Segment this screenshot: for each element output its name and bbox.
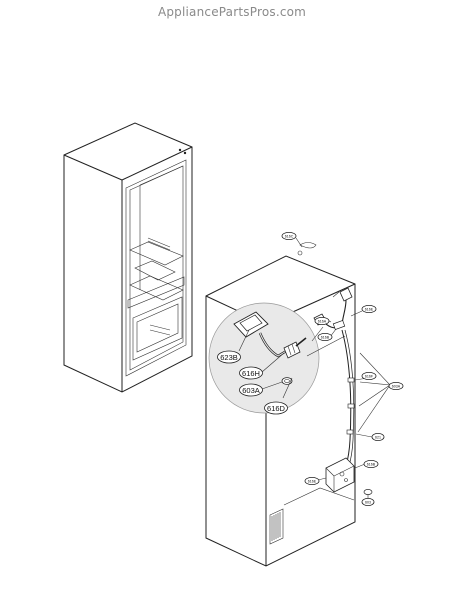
connector-616H: [283, 337, 307, 359]
small-label-616E-low: 616E: [304, 476, 320, 485]
small-label-616E-top: 616E: [361, 304, 377, 313]
svg-text:603A: 603A: [392, 384, 401, 388]
svg-text:616E: 616E: [308, 479, 317, 483]
callout-616H: 616H: [239, 366, 263, 380]
svg-text:616E: 616E: [365, 307, 374, 311]
svg-text:621: 621: [375, 435, 381, 439]
svg-text:616F: 616F: [365, 374, 374, 378]
svg-text:616D: 616D: [267, 404, 286, 413]
callout-623B: 623B: [217, 350, 241, 364]
callout-616D: 616D: [264, 401, 288, 415]
fitting-pad-623B: [233, 311, 269, 338]
small-label-616F: 616F: [361, 371, 377, 380]
refrigerator-cabinet-front: [63, 122, 193, 393]
callout-603A: 603A: [239, 383, 263, 397]
top-hinge-part: [297, 242, 317, 256]
small-label-616A: 616A: [314, 316, 330, 325]
detail-magnifier-circle: [208, 302, 320, 414]
water-valve: [325, 457, 355, 493]
small-label-616B-low: 616B: [363, 459, 379, 468]
svg-text:616C: 616C: [285, 234, 294, 238]
small-label-616B-left: 616B: [317, 332, 333, 341]
watermark-text: AppliancePartsPros.com: [157, 5, 307, 19]
clip-603A: [281, 377, 293, 385]
svg-text:616B: 616B: [321, 335, 330, 339]
svg-text:616B: 616B: [367, 462, 376, 466]
svg-text:616H: 616H: [242, 369, 260, 378]
small-label-603A-right: 603A: [388, 381, 404, 390]
small-label-603: 603: [361, 497, 375, 506]
small-label-621: 621: [371, 432, 385, 441]
svg-text:623B: 623B: [220, 353, 238, 362]
small-label-616C: 616C: [281, 231, 297, 240]
svg-text:603: 603: [365, 500, 371, 504]
svg-text:603A: 603A: [242, 386, 260, 395]
vent-grille: [269, 508, 284, 545]
svg-text:616A: 616A: [318, 319, 327, 323]
small-leaders: [295, 237, 391, 498]
